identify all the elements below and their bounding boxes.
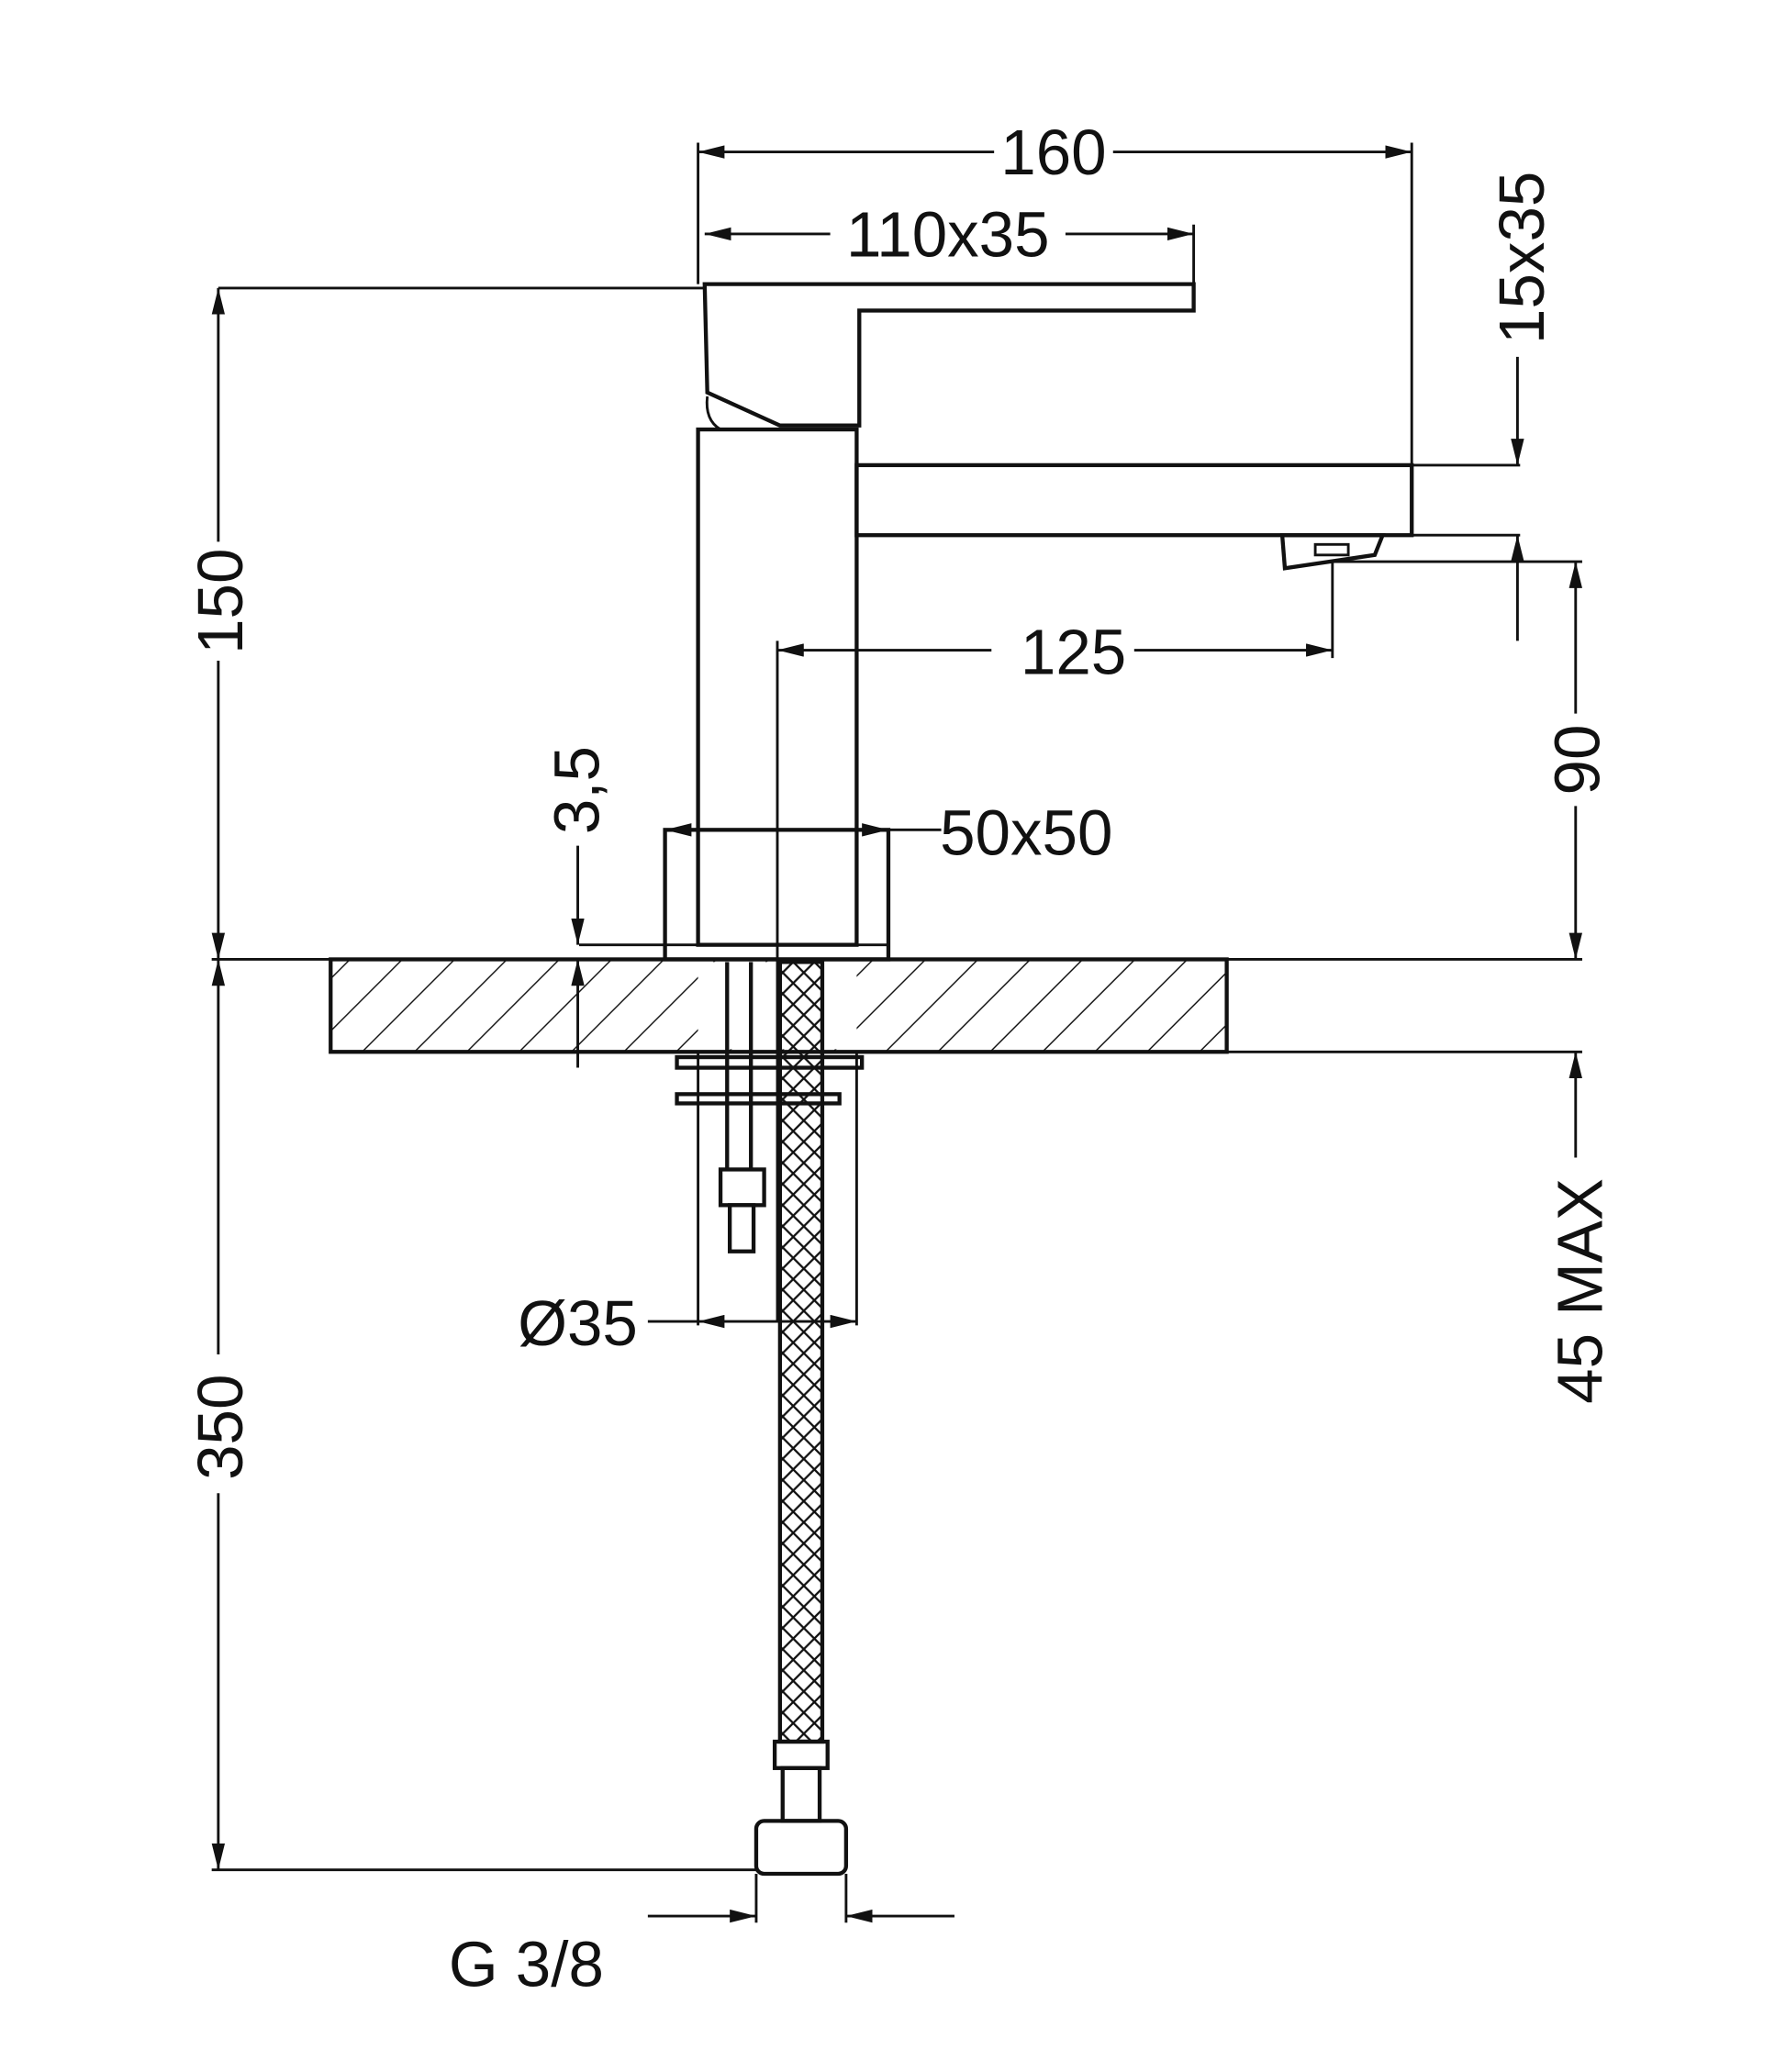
aerator-slot bbox=[1313, 542, 1350, 557]
dim-g-3-8: G 3/8 bbox=[449, 1909, 954, 2000]
rod-nut bbox=[718, 1167, 766, 1208]
hose-nut bbox=[753, 1819, 849, 1877]
dim-160: 160 bbox=[698, 117, 1412, 188]
dim-label-90: 90 bbox=[1542, 725, 1613, 796]
washer-upper bbox=[675, 1054, 865, 1070]
dim-125: 125 bbox=[776, 616, 1333, 687]
dim-90: 90 bbox=[1542, 562, 1613, 960]
dim-15x35: 15x35 bbox=[1486, 172, 1557, 641]
dim-label-150: 150 bbox=[184, 549, 256, 654]
hose-neck bbox=[780, 1766, 822, 1823]
dim-3-5: 3,5 bbox=[541, 746, 613, 1068]
dim-label-15x35: 15x35 bbox=[1486, 172, 1557, 344]
dim-label-160: 160 bbox=[1000, 117, 1106, 188]
dim-label-g-3-8: G 3/8 bbox=[449, 1928, 604, 2000]
dim-label-125: 125 bbox=[1021, 616, 1126, 687]
dim-label-diameter-35: Ø35 bbox=[518, 1287, 638, 1359]
braided-hose bbox=[777, 960, 825, 1744]
dim-50x50: 50x50 bbox=[664, 797, 1112, 869]
dim-110x35: 110x35 bbox=[704, 198, 1194, 270]
dim-45-max: 45 MAX bbox=[1545, 1052, 1616, 1404]
dim-label-50x50: 50x50 bbox=[940, 797, 1112, 869]
spout bbox=[854, 462, 1414, 538]
rod-tip bbox=[727, 1203, 756, 1253]
washer-lower bbox=[675, 1092, 842, 1106]
extension-lines bbox=[211, 142, 1582, 1923]
dim-label-3-5: 3,5 bbox=[541, 746, 613, 834]
handle-base-curve bbox=[705, 395, 721, 431]
dim-label-45-max: 45 MAX bbox=[1545, 1178, 1616, 1404]
underside-fixings bbox=[675, 960, 865, 1877]
dim-diameter-35: Ø35 bbox=[518, 1287, 857, 1359]
handle bbox=[702, 282, 1196, 428]
hose-ferrule bbox=[772, 1739, 830, 1770]
dim-150: 150 bbox=[184, 287, 256, 960]
dim-label-350: 350 bbox=[184, 1375, 256, 1480]
dim-350: 350 bbox=[184, 959, 256, 1870]
aerator bbox=[1279, 533, 1386, 571]
dim-label-110x35: 110x35 bbox=[846, 198, 1050, 270]
